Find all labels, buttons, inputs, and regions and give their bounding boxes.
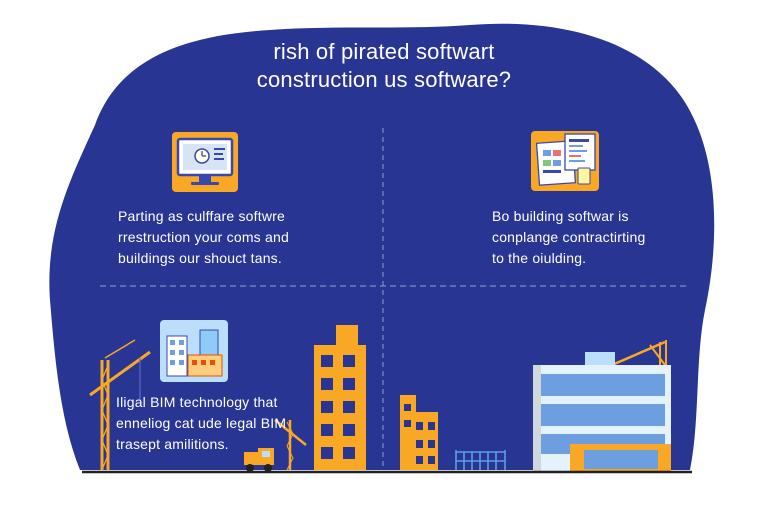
monitor-clock-icon — [172, 132, 238, 192]
panel-line: Iligal BIM technology that — [116, 394, 278, 410]
panel-line: Bo building softwar is — [492, 208, 629, 224]
title-line-1: rish of pirated softwart — [273, 39, 495, 64]
office-building-illustration — [533, 352, 671, 473]
crane-left-illustration — [89, 339, 151, 471]
panel-line: buildings our shouct tans. — [118, 250, 282, 266]
panel-line: Parting as culffare softwre — [118, 208, 285, 224]
crane-right-illustration — [611, 340, 667, 367]
panel-line: rrestruction your coms and — [118, 229, 289, 245]
panel-line: to the oiulding. — [492, 250, 587, 266]
panel-top-left-text: Parting as culffare softwre rrestruction… — [118, 206, 289, 269]
tall-building-illustration — [314, 325, 366, 470]
truck-illustration — [244, 448, 274, 472]
panel-bottom-left-text: Iligal BIM technology that enneliog cat … — [116, 392, 286, 455]
scaffold-illustration — [455, 450, 506, 470]
city-buildings-icon — [160, 320, 228, 382]
panel-line: trasept amilitions. — [116, 436, 229, 452]
panel-line: enneliog cat ude legal BIM — [116, 415, 287, 431]
page-title: rish of pirated softwart construction us… — [0, 38, 768, 94]
panel-top-right-text: Bo building softwar is conplange contrac… — [492, 206, 645, 269]
short-building-illustration — [400, 395, 438, 470]
title-line-2: construction us software? — [256, 67, 512, 92]
crane-small-illustration — [274, 419, 307, 471]
blueprint-documents-icon — [531, 131, 599, 191]
panel-line: conplange contractirting — [492, 229, 646, 245]
